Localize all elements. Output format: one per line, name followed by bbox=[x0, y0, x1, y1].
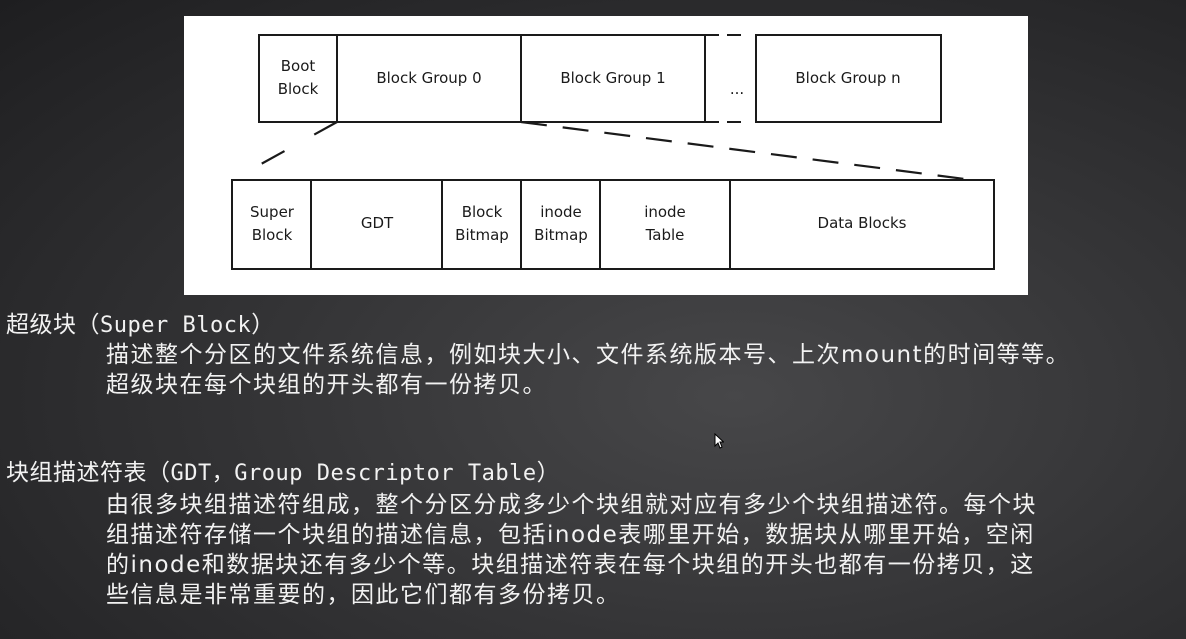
zoom-lines bbox=[233, 120, 966, 181]
partition-row bbox=[258, 34, 942, 123]
gdt-desc-line-2: 组描述符存储一个块组的描述信息，包括inode表哪里开始，数据块从哪里开始，空闲 bbox=[106, 522, 1035, 548]
super-block-heading-cn: 超级块（ bbox=[6, 312, 100, 338]
block-group-0-label: Block Group 0 bbox=[376, 69, 481, 87]
block-group-n-box bbox=[755, 34, 942, 123]
data-blocks-label: Data Blocks bbox=[818, 214, 907, 232]
inode-bitmap-label-1: inode bbox=[540, 203, 582, 221]
gdt-desc-line-4: 些信息是非常重要的，因此它们都有多份拷贝。 bbox=[106, 582, 621, 608]
gdt-heading: 块组描述符表（GDT，Group Descriptor Table） bbox=[6, 453, 560, 487]
zoom-line-left bbox=[233, 121, 338, 180]
gdt-heading-cn: 块组描述符表（ bbox=[6, 460, 171, 486]
super-block-desc-line-1: 描述整个分区的文件系统信息，例如块大小、文件系统版本号、上次mount的时间等等… bbox=[106, 342, 1071, 368]
block-group-box bbox=[231, 179, 995, 270]
super-block-label-1: Super bbox=[250, 203, 295, 221]
boot-block-label-2: Block bbox=[278, 80, 319, 98]
ellipsis-label: ... bbox=[730, 80, 744, 98]
super-block-desc-line-2: 超级块在每个块组的开头都有一份拷贝。 bbox=[106, 372, 547, 398]
block-group-1-label: Block Group 1 bbox=[560, 69, 665, 87]
block-group-row bbox=[231, 179, 995, 270]
zoom-line-right bbox=[520, 120, 966, 181]
gdt-desc-line-1: 由很多块组描述符组成，整个分区分成多少个块组就对应有多少个块组描述符。每个块 bbox=[106, 492, 1037, 518]
inode-bitmap-label-2: Bitmap bbox=[534, 226, 588, 244]
ext2-layout-diagram: Boot Block Block Group 0 Block Group 1 .… bbox=[184, 16, 1028, 295]
boot-block-label-1: Boot bbox=[281, 57, 316, 75]
inode-table-label-2: Table bbox=[645, 226, 685, 244]
super-block-label-2: Block bbox=[252, 226, 293, 244]
inode-table-label-1: inode bbox=[644, 203, 686, 221]
super-block-heading-close: ） bbox=[251, 312, 275, 338]
block-group-n-label: Block Group n bbox=[795, 69, 900, 87]
mouse-cursor-icon bbox=[714, 433, 724, 449]
gdt-heading-en: GDT，Group Descriptor Table bbox=[170, 461, 537, 486]
block-bitmap-label-2: Bitmap bbox=[455, 226, 509, 244]
gdt-description: 由很多块组描述符组成，整个分区分成多少个块组就对应有多少个块组描述符。每个块 组… bbox=[106, 490, 1178, 610]
gdt-heading-close: ） bbox=[536, 460, 561, 486]
super-block-heading: 超级块（Super Block） bbox=[6, 305, 275, 339]
gdt-desc-line-3: 的inode和数据块还有多少个等。块组描述符表在每个块组的开头也都有一份拷贝，这 bbox=[106, 552, 1035, 578]
gdt-label: GDT bbox=[361, 214, 394, 232]
super-block-heading-en: Super Block bbox=[100, 313, 252, 338]
ext2-layout-svg: Boot Block Block Group 0 Block Group 1 .… bbox=[231, 34, 995, 270]
block-bitmap-label-1: Block bbox=[462, 203, 503, 221]
super-block-description: 描述整个分区的文件系统信息，例如块大小、文件系统版本号、上次mount的时间等等… bbox=[106, 340, 1178, 400]
